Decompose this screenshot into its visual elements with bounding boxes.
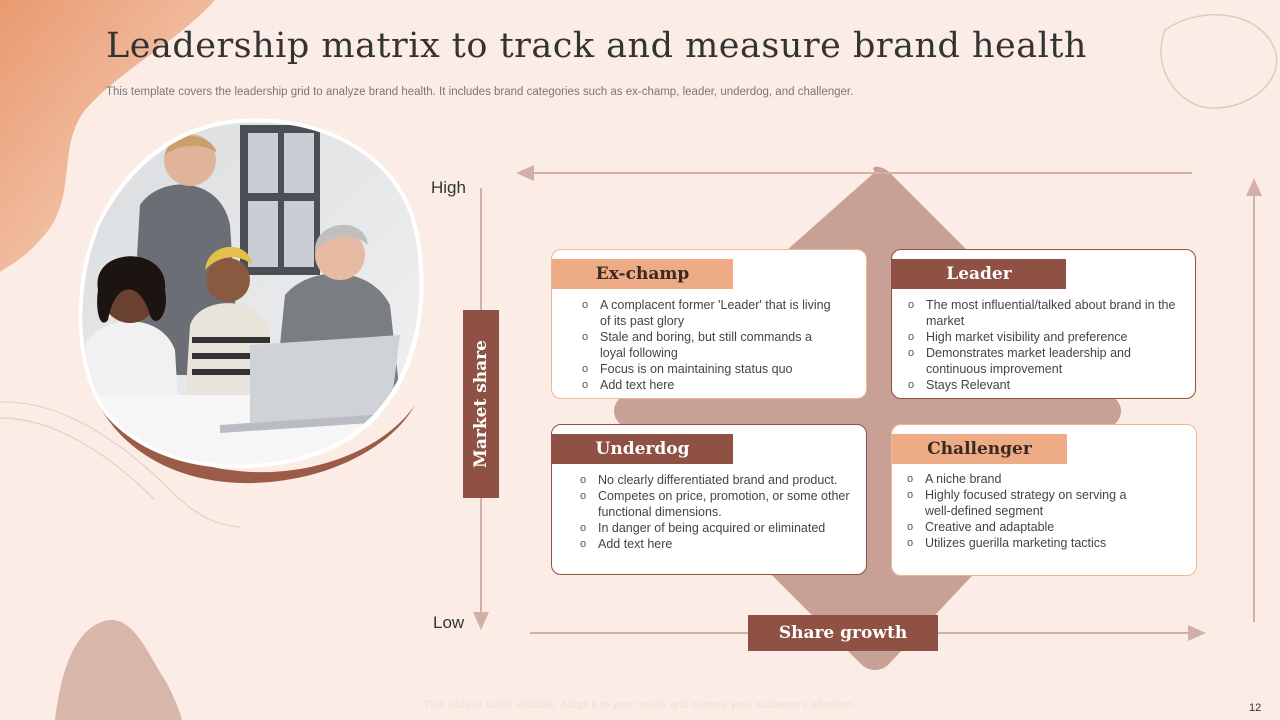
market-share-text: Market share (471, 340, 491, 468)
bottom-left-blob (55, 620, 182, 720)
left-curve-2 (0, 417, 156, 501)
leader-label: Leader (892, 259, 1066, 289)
share-growth-axis-label: Share growth (748, 615, 938, 651)
list-item: High market visibility and preference (908, 329, 1183, 345)
list-item: Demonstrates market leadership and conti… (908, 345, 1183, 377)
list-item: Creative and adaptable (907, 519, 1152, 535)
challenger-label: Challenger (892, 434, 1067, 464)
ex-champ-list: A complacent former 'Leader' that is liv… (582, 297, 832, 393)
diamond-shape (614, 166, 1121, 670)
list-item: Add text here (580, 536, 850, 552)
top-left-blob (0, 0, 215, 272)
page-subtitle: This template covers the leadership grid… (106, 86, 854, 98)
market-share-axis-label: Market share (463, 310, 499, 498)
challenger-list: A niche brand Highly focused strategy on… (907, 471, 1152, 551)
page-number: 12 (1249, 702, 1262, 714)
list-item: A complacent former 'Leader' that is liv… (582, 297, 832, 329)
footer-note: This slide is 100% editable. Adapt it to… (424, 699, 856, 711)
quadrant-underdog: Underdog No clearly differentiated brand… (551, 424, 867, 575)
left-curve-1 (0, 401, 241, 528)
list-item: No clearly differentiated brand and prod… (580, 472, 850, 488)
list-item: Focus is on maintaining status quo (582, 361, 832, 377)
ex-champ-label: Ex-champ (552, 259, 733, 289)
list-item: Utilizes guerilla marketing tactics (907, 535, 1152, 551)
top-right-outline (1160, 14, 1278, 109)
quadrant-challenger: Challenger A niche brand Highly focused … (891, 424, 1197, 576)
list-item: Stays Relevant (908, 377, 1183, 393)
leader-list: The most influential/talked about brand … (908, 297, 1183, 393)
list-item: Stale and boring, but still commands a l… (582, 329, 832, 361)
list-item: A niche brand (907, 471, 1152, 487)
list-item: In danger of being acquired or eliminate… (580, 520, 850, 536)
list-item: Highly focused strategy on serving a wel… (907, 487, 1152, 519)
page-title: Leadership matrix to track and measure b… (106, 26, 1087, 66)
list-item: Competes on price, promotion, or some ot… (580, 488, 850, 520)
axis-high-label: High (431, 178, 466, 197)
quadrant-leader: Leader The most influential/talked about… (891, 249, 1196, 399)
axis-low-label: Low (433, 613, 465, 632)
quadrant-ex-champ: Ex-champ A complacent former 'Leader' th… (551, 249, 867, 399)
team-photo (78, 118, 424, 484)
list-item: The most influential/talked about brand … (908, 297, 1183, 329)
underdog-label: Underdog (552, 434, 733, 464)
list-item: Add text here (582, 377, 832, 393)
underdog-list: No clearly differentiated brand and prod… (580, 472, 850, 552)
